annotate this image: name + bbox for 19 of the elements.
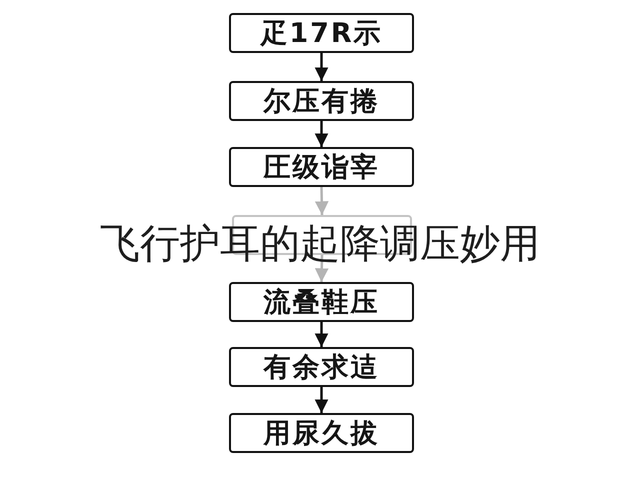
step-text: 疋17R示 — [260, 17, 383, 51]
title-text: 飞行护耳的起降调压妙用 — [100, 222, 540, 266]
process-box — [229, 13, 414, 53]
arrow — [314, 254, 329, 282]
process-box — [229, 413, 414, 453]
process-box — [229, 347, 414, 387]
step-text: 流叠鞋压 — [264, 286, 380, 320]
arrow — [314, 186, 329, 216]
arrow — [314, 322, 328, 347]
step-text: 尔压有捲 — [264, 85, 380, 119]
process-box — [229, 147, 414, 187]
step-text: 有余求迼 — [264, 351, 380, 385]
arrow — [314, 387, 328, 413]
process-box — [229, 81, 414, 121]
step-text: 用尿久拔 — [264, 417, 380, 451]
arrow — [314, 53, 328, 81]
process-box — [229, 282, 414, 322]
arrow — [314, 121, 328, 147]
step-text: 圧级诣宰 — [264, 151, 380, 185]
